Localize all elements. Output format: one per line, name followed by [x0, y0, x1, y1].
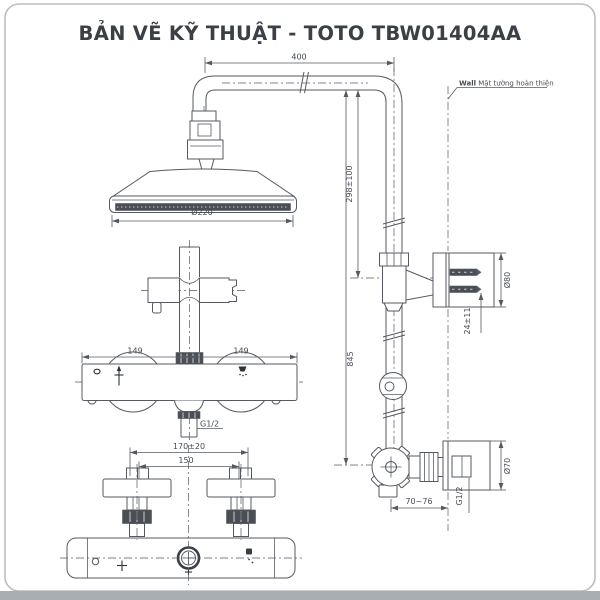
dim-arm-length-label: 400: [291, 53, 306, 62]
page-title: BẢN VẼ KỸ THUẬT - TOTO TBW01404AA: [79, 20, 522, 45]
dim-bracket-diameter-label: Ø80: [502, 272, 512, 288]
dim-mixer-right-label: 149: [233, 347, 248, 356]
valve-side-view: [370, 445, 449, 498]
mixer-body: [81, 363, 298, 401]
shower-mode-icon: [238, 366, 247, 377]
dim-wall-offset-label: 70~76: [405, 497, 432, 506]
dim-supply-spacing: 150: [138, 456, 240, 479]
dim-outlet-thread-label: G1/2: [200, 420, 219, 429]
dim-screw-depth: 24±11: [463, 293, 495, 335]
dim-inlet-thread-label: G1/2: [455, 486, 464, 505]
pipe-break-mark: [382, 217, 406, 225]
dim-bracket-diameter: Ø80: [494, 252, 512, 308]
bracket-screw: [449, 268, 482, 276]
shower-mode-icon-bottom: [246, 548, 254, 564]
slider-ring: [379, 372, 407, 400]
mixer-front-view: 149 149 G1/2: [75, 347, 303, 438]
dim-wall-offset: 70~76: [390, 497, 448, 512]
dim-supply-range: 170±20: [129, 442, 249, 476]
wall-annotation: Wall Mặt tường hoàn thiện: [447, 80, 554, 100]
bottom-bar: [0, 591, 600, 600]
spray-face: [115, 203, 291, 211]
inlet-wall-flange: [442, 440, 491, 491]
hand-shower-holder-view: [141, 240, 246, 443]
shower-head-view: Ø220: [109, 106, 297, 227]
wall-bracket-flange: [432, 252, 495, 308]
shower-arm: [192, 71, 403, 111]
dim-screw-depth-label: 24±11: [463, 307, 472, 334]
dim-head-diameter: Ø220: [111, 207, 294, 227]
dim-arm-length: 400: [204, 53, 395, 73]
dim-mixer-149: 149 149: [81, 347, 298, 364]
holder-left-arm: [147, 277, 180, 303]
dim-column-height: 845: [343, 90, 355, 465]
dim-flange-diameter: Ø70: [490, 440, 512, 491]
dim-supply-range-label: 170±20: [173, 442, 205, 451]
mixer-bottom-view: 170±20 150: [60, 442, 302, 585]
dim-supply-spacing-label: 150: [178, 456, 193, 465]
dim-mixer-left-label: 149: [127, 347, 142, 356]
temperature-icon-bottom: [117, 560, 127, 571]
bracket-screw: [449, 285, 482, 293]
dim-column-height-label: 845: [346, 351, 355, 366]
dim-pipe-drop: 298±100: [345, 90, 361, 278]
holder-cradle: [199, 277, 237, 303]
temperature-icon: [93, 365, 124, 386]
wall-label: Wall Mặt tường hoàn thiện: [459, 80, 554, 88]
dim-flange-diameter-label: Ø70: [502, 458, 512, 474]
holder-knob: [152, 302, 162, 314]
arm-break-mark: [299, 71, 305, 94]
outlet-spout: [174, 400, 204, 438]
dim-head-diameter-label: Ø220: [191, 207, 213, 217]
dim-pipe-drop-label: 298±100: [345, 165, 354, 202]
pipe-tee-fitting: [379, 252, 434, 312]
head-dome: [111, 168, 296, 197]
side-view: Wall Mặt tường hoàn thiện: [192, 53, 554, 531]
dim-outlet-thread: G1/2: [197, 420, 223, 429]
riser-connector-nut: [175, 352, 204, 365]
dim-inlet-thread: G1/2: [455, 478, 470, 513]
